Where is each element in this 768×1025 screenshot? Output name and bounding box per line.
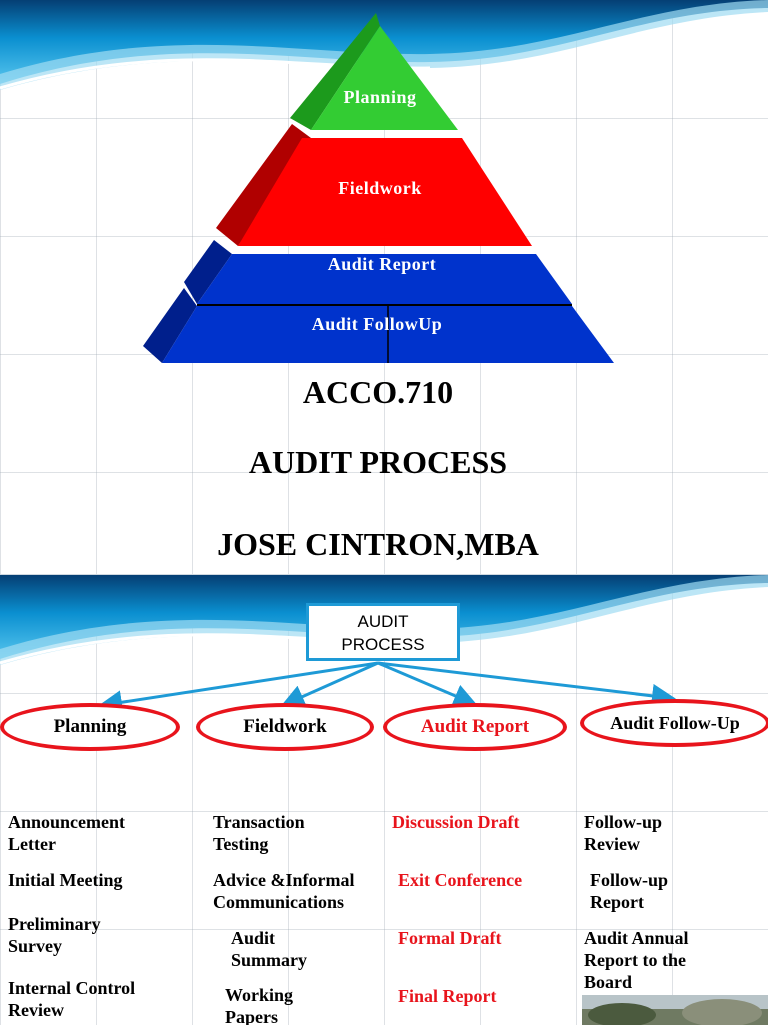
audit-followup-step: Follow-up Report [590, 870, 669, 912]
planning-step: Announcement Letter [8, 812, 126, 854]
corner-photo-thumbnail [582, 995, 768, 1025]
phase-audit-report: Audit Report [383, 703, 567, 751]
planning-step: Initial Meeting [8, 870, 123, 890]
phase-planning: Planning [0, 703, 180, 751]
pyramid-audit-report-side [184, 240, 232, 304]
audit-report-step: Formal Draft [398, 928, 502, 948]
audit-pyramid [135, 13, 614, 363]
pyramid-fieldwork-tier [238, 138, 532, 246]
slide-audit-process-diagram: AUDIT PROCESS Planning Fieldwork Audit R… [0, 574, 768, 1025]
arrow-to-audit-followup [377, 661, 676, 708]
pyramid-label-planning: Planning [343, 87, 417, 107]
pyramid-audit-followup-side [143, 288, 197, 363]
presentation-title: AUDIT PROCESS [248, 444, 508, 480]
phase-audit-followup: Audit Follow-Up [580, 699, 768, 747]
audit-followup-step: Follow-up Review [584, 812, 663, 854]
pyramid-label-audit-followup: Audit FollowUp [311, 314, 443, 334]
audit-process-box-line2: PROCESS [341, 635, 425, 654]
fieldwork-step: Audit Summary [231, 928, 307, 970]
planning-step: Preliminary Survey [8, 914, 101, 956]
pyramid-fieldwork-side [216, 124, 311, 246]
audit-report-step: Discussion Draft [392, 812, 520, 832]
slide-audit-process-title: Planning Fieldwork Audit Report Audit Fo… [0, 0, 768, 574]
audit-process-box: AUDIT PROCESS [306, 603, 460, 661]
audit-report-step: Final Report [398, 986, 497, 1006]
fieldwork-step: Working Papers [225, 985, 294, 1025]
arrow-to-fieldwork [280, 661, 379, 708]
author-name: JOSE CINTRON,MBA [217, 526, 539, 562]
pyramid-label-fieldwork: Fieldwork [338, 178, 422, 198]
audit-process-box-line1: AUDIT [357, 612, 409, 631]
phase-audit-followup-label: Audit Follow-Up [610, 712, 740, 733]
pyramid-label-audit-report: Audit Report [327, 254, 437, 274]
audit-followup-step: Audit Annual Report to the Board [584, 928, 689, 992]
course-code: ACCO.710 [302, 374, 454, 410]
pyramid-planning-tier [311, 26, 458, 130]
pyramid-white-patch [135, 248, 183, 282]
fieldwork-step: Advice &Informal Communications [213, 870, 355, 912]
arrow-to-audit-report [377, 661, 478, 707]
planning-step: Internal Control Review [8, 978, 136, 1020]
phase-fieldwork: Fieldwork [196, 703, 374, 751]
pyramid-planning-side [290, 13, 380, 130]
connector-arrows [98, 661, 676, 715]
phase-audit-report-label: Audit Report [420, 716, 530, 737]
phase-fieldwork-label: Fieldwork [243, 716, 327, 737]
fieldwork-step: Transaction Testing [213, 812, 305, 854]
phase-planning-label: Planning [53, 716, 127, 737]
arrow-to-planning [98, 661, 379, 715]
pyramid-audit-report-tier [197, 254, 572, 304]
audit-report-step: Exit Conference [398, 870, 523, 890]
